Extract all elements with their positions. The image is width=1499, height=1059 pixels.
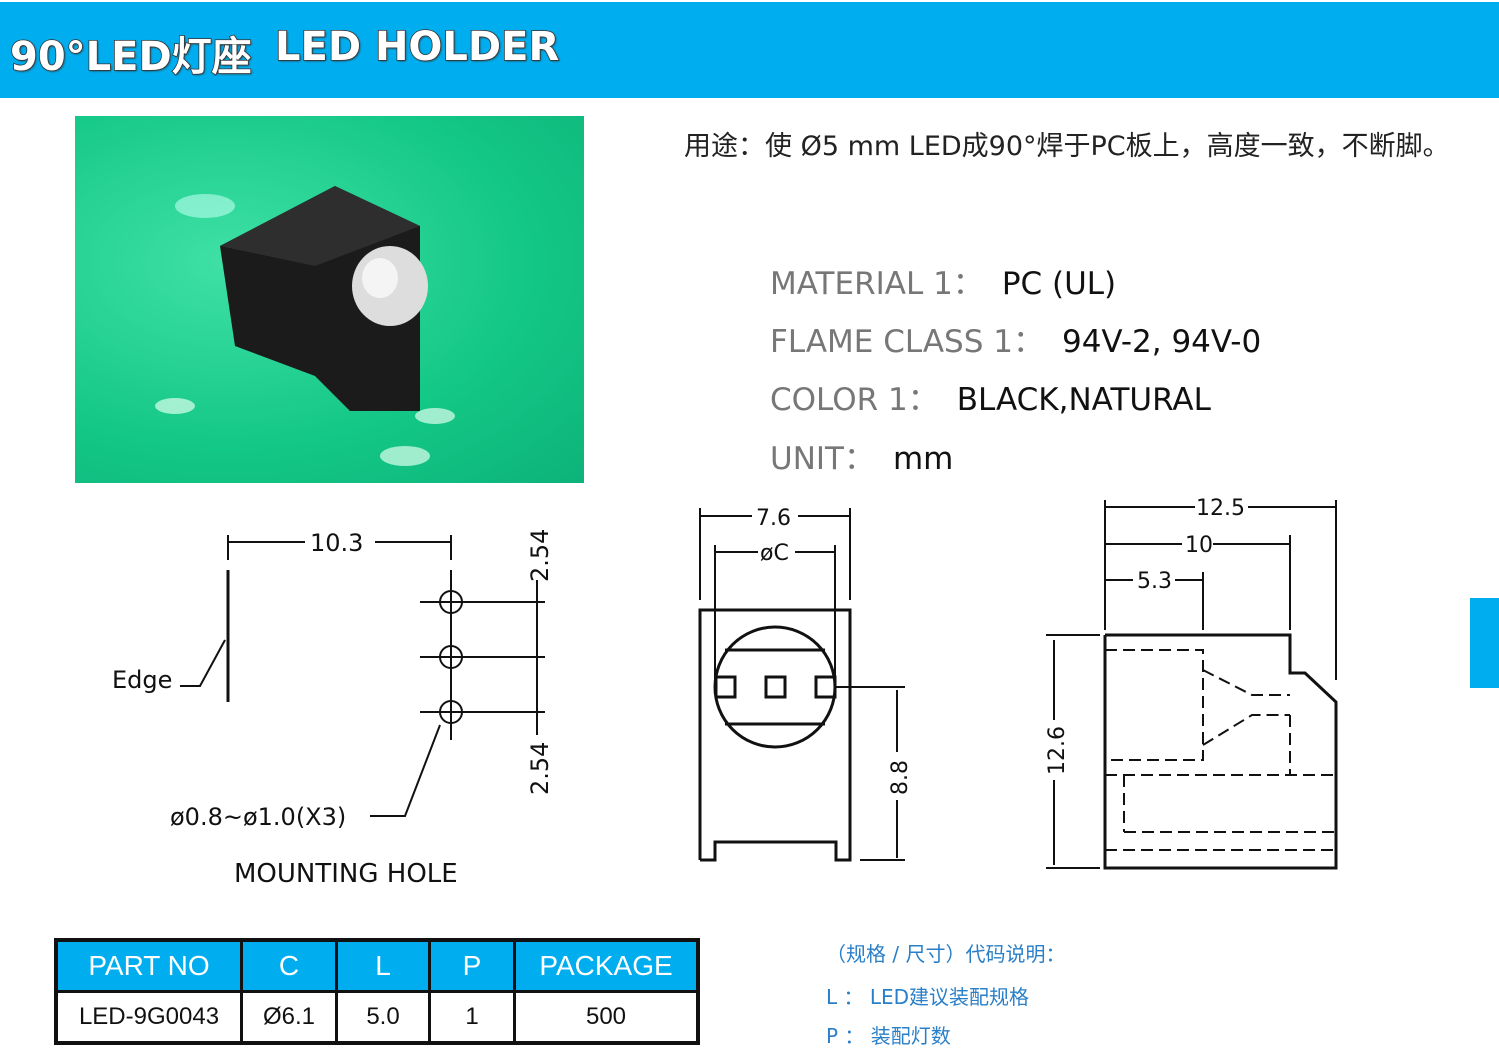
header-package: PACKAGE (513, 938, 700, 993)
header-c: C (240, 938, 338, 993)
cell-l: 5.0 (335, 990, 431, 1045)
title-cn: 90°LED灯座 (9, 33, 252, 81)
cell-part-no: LED-9G0043 (54, 990, 243, 1045)
note-p: P ： 装配灯数 (826, 1024, 951, 1048)
svg-text:øC: øC (760, 541, 789, 566)
spec-color: COLOR 1：BLACK,NATURAL (770, 382, 1211, 418)
usage-text: 用途：使 Ø5 mm LED成90°焊于PC板上，高度一致，不断脚。 (684, 131, 1450, 162)
svg-text:MOUNTING HOLE: MOUNTING HOLE (234, 859, 458, 889)
cell-p: 1 (428, 990, 516, 1045)
cell-package: 500 (513, 990, 700, 1045)
spec-material: MATERIAL 1：PC (UL) (770, 266, 1117, 302)
spec-unit: UNIT：mm (770, 441, 954, 477)
svg-text:10: 10 (1185, 533, 1213, 558)
mounting-hole-drawing (180, 535, 545, 817)
svg-text:7.6: 7.6 (756, 506, 791, 531)
side-tab[interactable] (1470, 598, 1499, 688)
side-view-drawing (1046, 500, 1338, 870)
part-table: PART NO C L P PACKAGE LED-9G0043 Ø6.1 5.… (54, 938, 700, 1045)
svg-text:5.3: 5.3 (1137, 569, 1172, 594)
front-view-drawing (698, 508, 905, 862)
svg-text:10.3: 10.3 (310, 529, 363, 557)
svg-text:2.54: 2.54 (526, 742, 554, 795)
spec-flame: FLAME CLASS 1：94V-2, 94V-0 (770, 324, 1262, 360)
notes-title: （规格 / 尺寸）代码说明： (826, 942, 1066, 966)
svg-text:Edge: Edge (112, 666, 172, 694)
svg-text:12.6: 12.6 (1045, 726, 1070, 775)
cell-c: Ø6.1 (240, 990, 338, 1045)
header-p: P (428, 938, 516, 993)
header-l: L (335, 938, 431, 993)
table-header-row: PART NO C L P PACKAGE (54, 938, 700, 993)
product-photo (75, 116, 584, 483)
header-part-no: PART NO (54, 938, 243, 993)
note-l: L ： LED建议装配规格 (826, 985, 1030, 1009)
svg-text:8.8: 8.8 (888, 760, 913, 795)
technical-drawings: 10.3 Edge 2.54 2.54 ø0.8~ø1.0(X3) MOUNTI… (112, 496, 1338, 889)
title-en: LED HOLDER (274, 23, 560, 71)
header-banner: 90°LED灯座 LED HOLDER (0, 2, 1499, 98)
table-row: LED-9G0043 Ø6.1 5.0 1 500 (54, 990, 700, 1045)
svg-text:2.54: 2.54 (526, 529, 554, 582)
svg-text:12.5: 12.5 (1196, 496, 1245, 521)
svg-text:ø0.8~ø1.0(X3): ø0.8~ø1.0(X3) (170, 803, 346, 831)
